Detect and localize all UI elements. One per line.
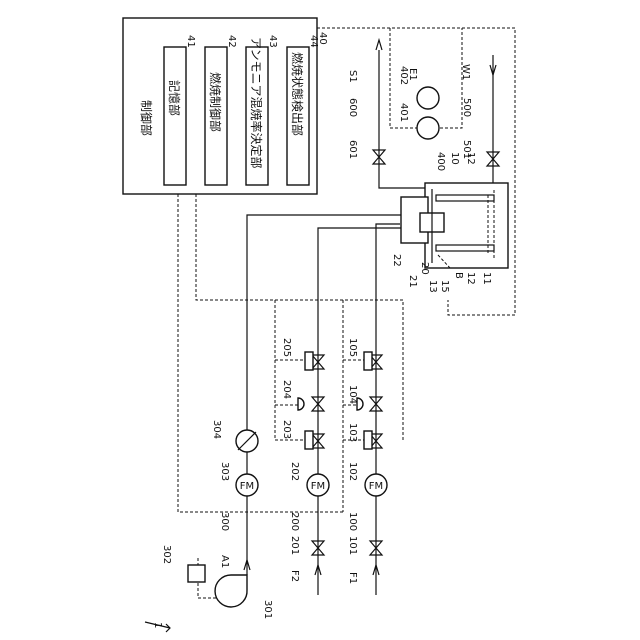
ref-302: 302 <box>161 545 172 564</box>
ref-11: 11 <box>481 272 492 285</box>
ref-303: 303 <box>219 462 230 481</box>
ref-15: 15 <box>439 280 450 293</box>
ref-42: 42 <box>226 35 237 48</box>
ref-100: 100 <box>347 512 358 531</box>
ref-105: 105 <box>347 338 358 357</box>
controller-label: 制御部 <box>139 100 154 136</box>
ref-41: 41 <box>185 35 196 48</box>
ref-500: 500 <box>461 98 472 117</box>
ref-601: 601 <box>347 140 358 159</box>
ref-101: 101 <box>347 536 358 555</box>
valve-203 <box>305 431 324 449</box>
ref-300: 300 <box>219 512 230 531</box>
ref-402: 402 <box>398 66 409 85</box>
ref-22: 22 <box>391 254 402 267</box>
ref-203: 203 <box>281 420 292 439</box>
ref-301: 301 <box>262 600 273 619</box>
stream-F2: F2 <box>289 570 300 582</box>
sensor-402 <box>417 87 439 109</box>
ref-200: 200 <box>289 512 300 531</box>
ref-20: 20 <box>419 262 430 275</box>
fm-202-label: FM <box>311 481 325 492</box>
ref-401: 401 <box>398 103 409 122</box>
sensor-401 <box>417 117 439 139</box>
blower <box>188 565 247 607</box>
stream-A1: A1 <box>219 555 230 568</box>
ref-12b: 12 <box>465 272 476 285</box>
ref-102: 102 <box>347 462 358 481</box>
ref-1: 1 <box>152 622 163 628</box>
ref-304: 304 <box>211 420 222 439</box>
valve-205 <box>305 352 324 370</box>
valve-103 <box>364 431 382 449</box>
stream-S1: S1 <box>347 70 358 83</box>
unit-44-label: 燃焼状態検出部 <box>290 52 305 136</box>
ref-204: 204 <box>281 380 292 399</box>
ref-44: 44 <box>308 35 319 48</box>
ref-501: 501 <box>461 140 472 159</box>
stream-W1: W1 <box>460 64 471 80</box>
ref-13: 13 <box>427 280 438 293</box>
ref-10: 10 <box>449 152 460 165</box>
ref-103: 103 <box>347 423 358 442</box>
ref-202: 202 <box>289 462 300 481</box>
fm-102-label: FM <box>369 481 383 492</box>
unit-42-label: 燃焼制御部 <box>208 72 223 132</box>
valve-204 <box>298 397 324 411</box>
unit-41-label: 記憶部 <box>167 80 182 116</box>
ref-201: 201 <box>289 536 300 555</box>
sensor-302 <box>188 565 205 582</box>
ref-43: 43 <box>267 35 278 48</box>
ref-21: 21 <box>407 275 418 288</box>
ref-205: 205 <box>281 338 292 357</box>
ref-104: 104 <box>347 385 358 404</box>
ref-400: 400 <box>435 152 446 171</box>
ref-B: B <box>453 272 464 279</box>
valve-105 <box>364 352 382 370</box>
burner-assembly <box>401 183 508 268</box>
ref-600: 600 <box>347 98 358 117</box>
stream-F1: F1 <box>347 572 358 584</box>
unit-43-label: アンモニア混焼率決定部 <box>249 37 264 169</box>
controller-40: 40 制御部 記憶部 41 燃焼制御部 42 アンモニア混焼率決定部 43 燃焼… <box>123 18 328 194</box>
fm-303-label: FM <box>240 481 254 492</box>
blower-301 <box>215 575 247 607</box>
valve-104 <box>357 397 382 411</box>
